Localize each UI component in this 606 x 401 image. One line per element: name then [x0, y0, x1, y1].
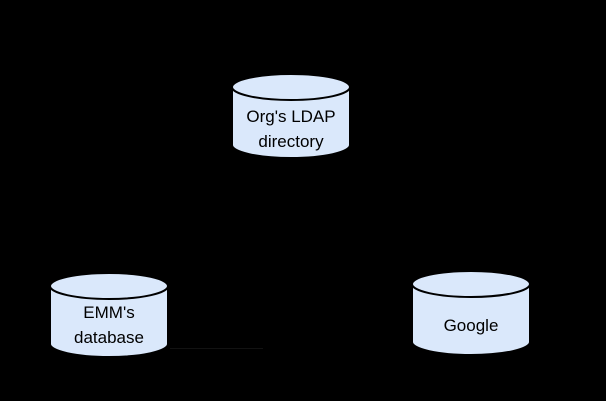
node-label-line: Google	[443, 316, 499, 335]
node-label-line: Org's LDAP	[246, 107, 336, 126]
node-label-line: EMM's	[83, 303, 135, 322]
faint-connector-line	[170, 348, 263, 349]
database-cylinder-orgs-ldap-directory: Org's LDAP directory	[230, 73, 352, 160]
node-label-emms-database: EMM's database	[48, 300, 170, 350]
database-cylinder-emms-database: EMM's database	[48, 272, 170, 359]
database-cylinder-google: Google	[410, 270, 532, 357]
node-label-line: directory	[258, 132, 324, 151]
node-label-line: database	[74, 328, 144, 347]
database-cylinder-icon	[49, 272, 169, 358]
node-label-google: Google	[410, 313, 532, 338]
database-cylinder-icon	[411, 270, 531, 356]
node-label-orgs-ldap-directory: Org's LDAP directory	[230, 104, 352, 154]
database-cylinder-icon	[231, 73, 351, 159]
